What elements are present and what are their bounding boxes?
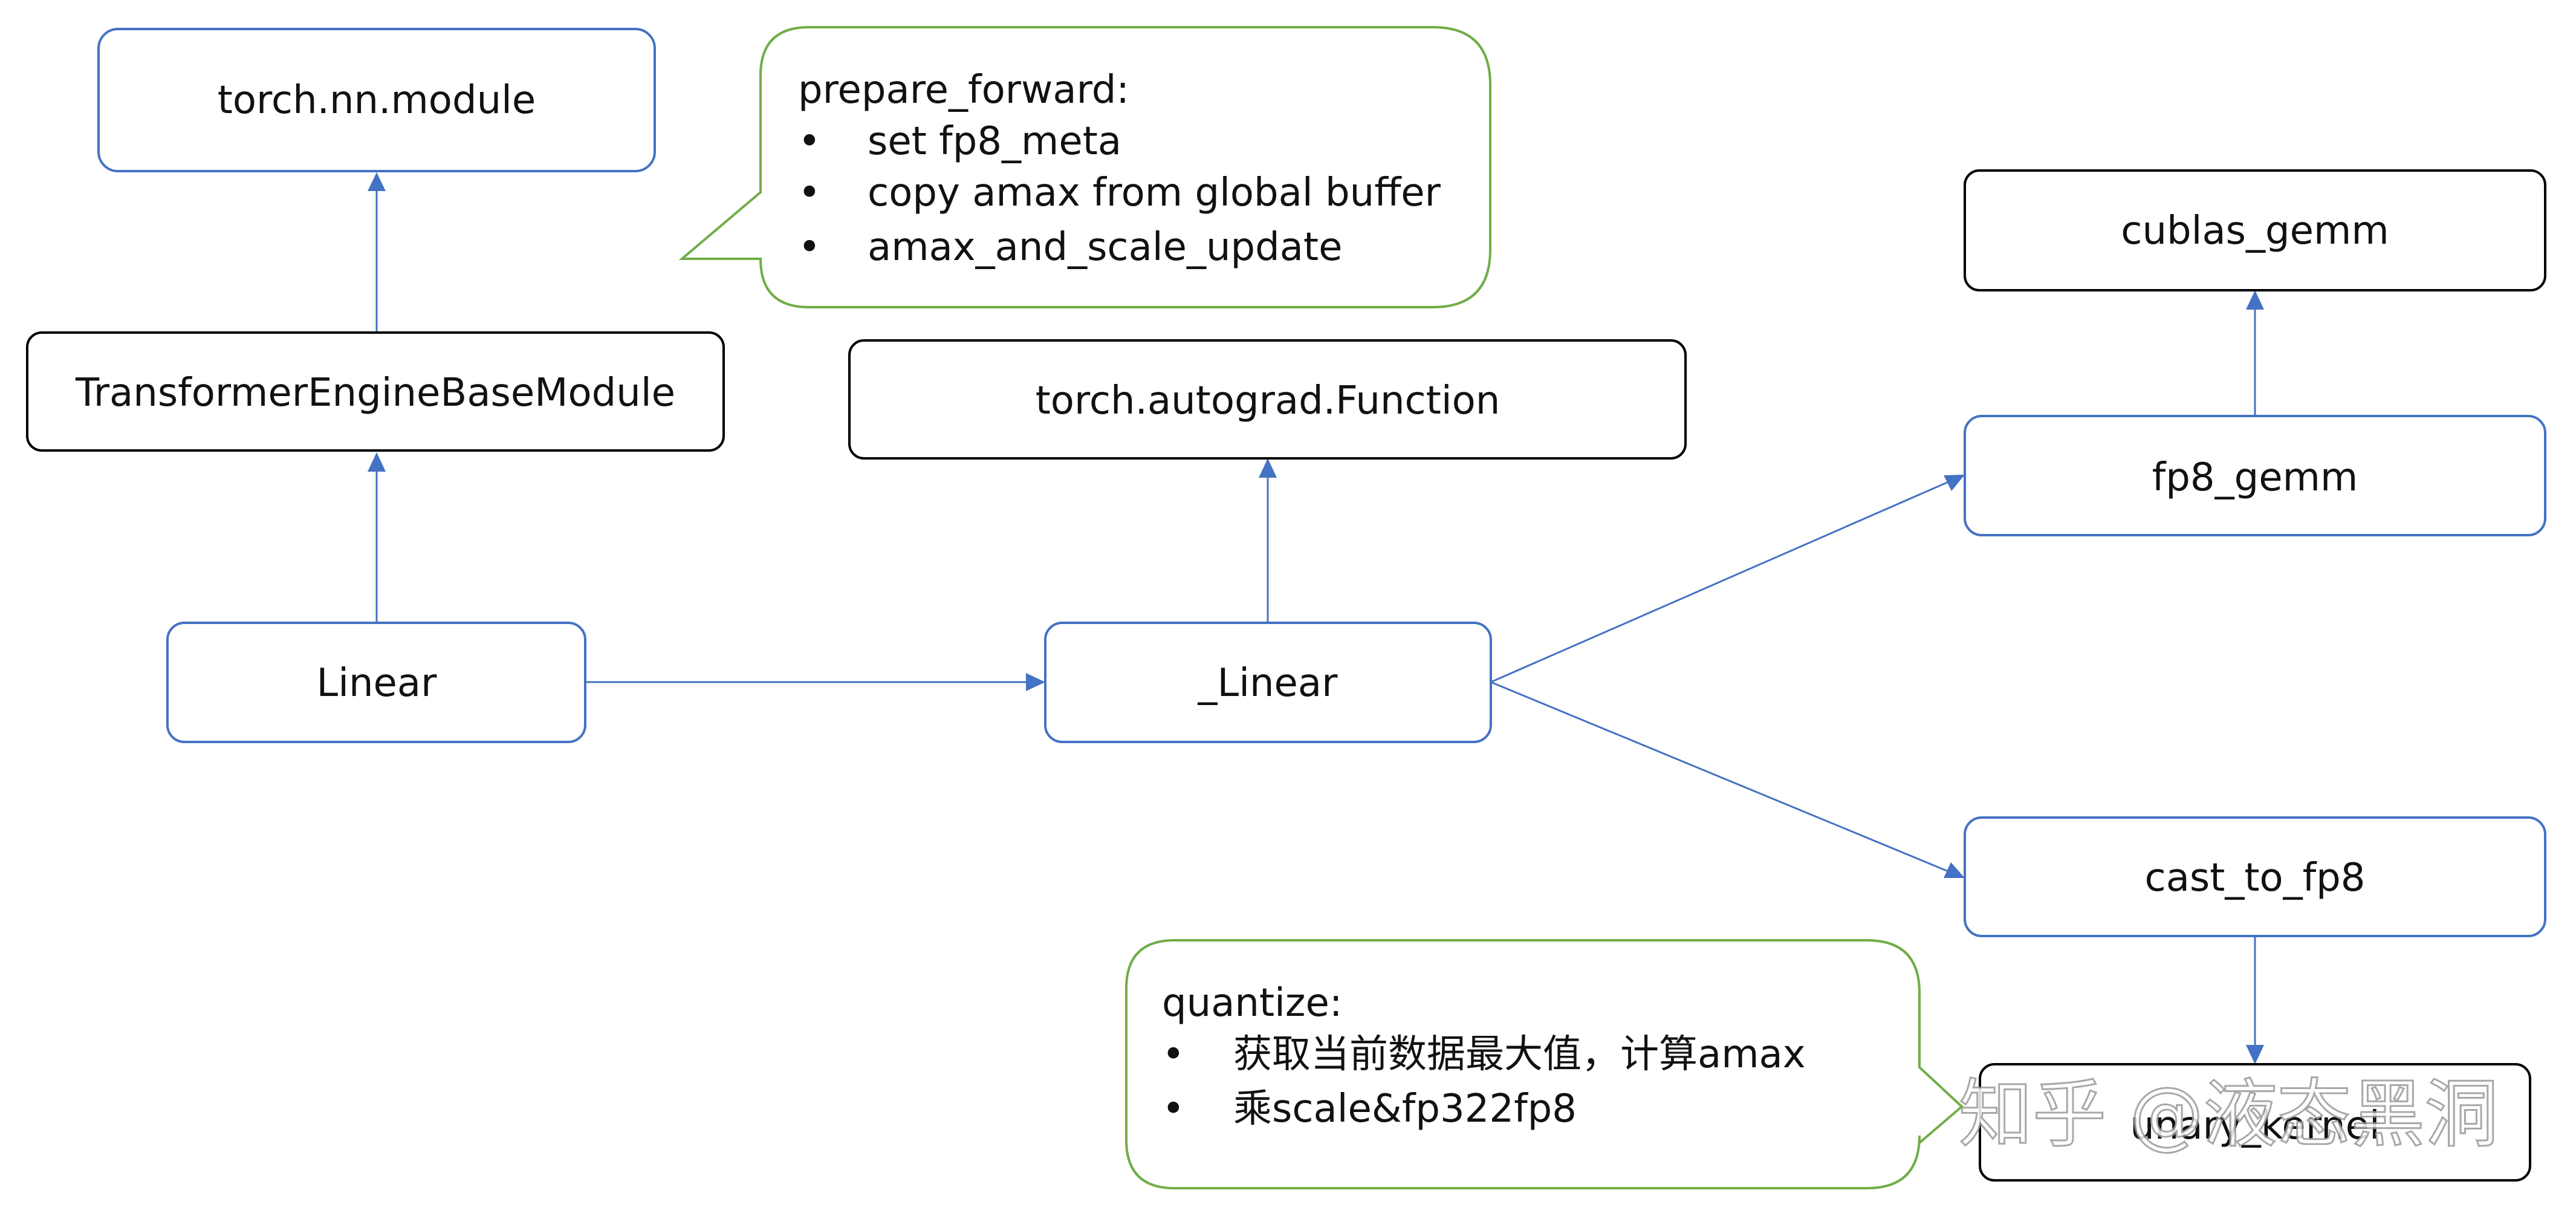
torch-nn-module-label: torch.nn.module [218,78,536,123]
node-torch-nn-module: torch.nn.module [97,28,656,172]
quantize-title: quantize: [1162,981,1342,1026]
cast-to-fp8-label: cast_to_fp8 [2145,856,2366,900]
arrowhead-base-to-module [368,172,386,191]
quantize-bullet-1: • [1162,1032,1185,1077]
prepare-forward-bullet-1: • [798,119,821,164]
node-torch-autograd-function: torch.autograd.Function [848,339,1687,460]
node-underscore-linear: _Linear [1044,622,1492,743]
fp8-gemm-label: fp8_gemm [2152,455,2358,500]
arrowhead-linear2-to-autograd [1259,458,1277,478]
node-transformer-engine-base-module: TransformerEngineBaseModule [26,331,725,452]
prepare-forward-bullet-2: • [798,171,821,215]
callout-quantize: quantize: • 获取当前数据最大值，计算amax • 乘scale&fp… [1125,939,1964,1189]
prepare-forward-item-1: set fp8_meta [868,119,1121,164]
arrow-linear2-to-cast [1490,681,1950,873]
quantize-item-1: 获取当前数据最大值，计算amax [1233,1032,1806,1077]
arrows [368,172,2264,1064]
prepare-forward-item-2: copy amax from global buffer [868,171,1441,215]
prepare-forward-title: prepare_forward: [798,68,1129,112]
torch-autograd-function-label: torch.autograd.Function [1036,379,1501,423]
callout-prepare-forward-shape [678,26,1491,308]
arrowhead-linear-to-linear2 [1026,673,1045,691]
node-linear: Linear [166,622,586,743]
callout-quantize-shape [1125,939,1964,1189]
unary-kernel-label: unary_kernel [2130,1104,2380,1148]
arrowhead-cast-to-unary [2246,1045,2264,1064]
arrowhead-linear-to-base [368,452,386,472]
arrowhead-linear2-to-cast [1944,862,1965,878]
arrowhead-fp8gemm-to-cublas [2246,290,2264,310]
node-cast-to-fp8: cast_to_fp8 [1964,816,2546,937]
prepare-forward-bullet-3: • [798,225,821,270]
node-cublas-gemm: cublas_gemm [1964,169,2546,291]
watermark: 知乎 @液态黑洞 [1959,1072,2499,1157]
callout-prepare-forward: prepare_forward: • set fp8_meta • copy a… [678,26,1491,308]
prepare-forward-item-3: amax_and_scale_update [868,225,1342,270]
te-base-module-label: TransformerEngineBaseModule [75,371,675,415]
node-unary-kernel: unary_kernel [1979,1063,2531,1182]
quantize-item-2: 乘scale&fp322fp8 [1233,1087,1577,1131]
node-fp8-gemm: fp8_gemm [1964,415,2546,536]
underscore-linear-label: _Linear [1198,661,1338,706]
quantize-bullet-2: • [1162,1087,1185,1131]
arrow-linear2-to-fp8gemm [1490,480,1950,683]
cublas-gemm-label: cublas_gemm [2121,209,2389,253]
arrowhead-linear2-to-fp8gemm [1944,475,1965,491]
linear-label: Linear [317,661,438,706]
